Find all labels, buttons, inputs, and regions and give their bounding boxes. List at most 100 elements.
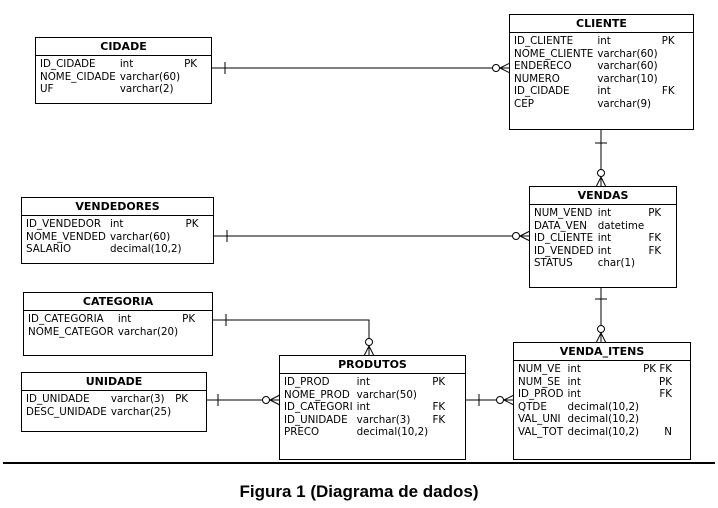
column-name: NOME_PROD (284, 388, 350, 401)
column-key (658, 98, 675, 111)
column-key (644, 257, 661, 270)
column-type: varchar(25) (110, 405, 172, 418)
column-key: PK (432, 376, 446, 388)
column-key: PK (648, 207, 662, 219)
column-key (428, 389, 445, 402)
column-type: varchar(60) (597, 47, 658, 60)
rel-produtos-venda-itens (465, 394, 515, 406)
column-name: ID_CIDADE (40, 58, 96, 70)
rel-categoria-produtos (212, 314, 375, 357)
entity-title: CIDADE (36, 38, 211, 56)
column-type: int (597, 232, 612, 245)
column-name: ID_CATEGORI (284, 401, 353, 414)
column-type: int (597, 207, 612, 219)
column-key: PK FK (643, 363, 672, 375)
column-name: ENDERECO (514, 60, 572, 73)
entity-title: CATEGORIA (24, 293, 212, 311)
column-name: NUMERO (514, 72, 560, 85)
column-type: int (597, 85, 611, 98)
entity-title: VENDEDORES (22, 198, 213, 216)
column-type: int (567, 375, 581, 388)
column-type: int (597, 35, 611, 47)
column-type: varchar(10) (597, 72, 658, 85)
entity-title: VENDA_ITENS (514, 343, 690, 361)
column-name: VAL_UNI (518, 413, 561, 426)
column-name: ID_UNIDADE (284, 413, 348, 426)
column-name: SALARIO (26, 243, 72, 256)
column-type: varchar(3) (356, 413, 411, 426)
entity-title: VENDAS (530, 187, 676, 205)
column-name: ID_CLIENTE (534, 232, 594, 245)
column-key: PK (659, 375, 672, 388)
column-key: FK (648, 244, 662, 257)
column-key (180, 83, 197, 96)
column-row: QTDE decimal(10,2) (518, 401, 672, 414)
column-type: varchar(60) (109, 230, 171, 243)
column-key: FK (432, 401, 446, 414)
column-type: decimal(10,2) (567, 413, 640, 426)
column-name: NUM_VE (518, 363, 561, 375)
column-name: STATUS (534, 257, 573, 270)
column-key: FK (648, 232, 662, 245)
column-key (658, 48, 675, 61)
column-name: VAL_TOT (518, 425, 563, 438)
column-key (182, 231, 199, 244)
column-key (644, 220, 661, 233)
column-row: VAL_UNI decimal(10,2) (518, 413, 672, 426)
column-key: FK (659, 388, 672, 401)
separator-line (3, 462, 715, 464)
column-type: decimal(10,2) (567, 400, 640, 413)
column-type: decimal(10,2) (109, 243, 182, 256)
column-key (428, 426, 445, 439)
column-name: NOME_CATEGOR (28, 325, 114, 338)
column-key (639, 413, 672, 426)
column-name: ID_UNIDADE (26, 393, 90, 405)
column-type: int (567, 363, 581, 375)
column-type: int (567, 388, 581, 401)
column-name: ID_CLIENTE (514, 35, 574, 47)
column-name: PRECO (284, 426, 320, 439)
column-key: FK (661, 85, 675, 98)
column-name: NOME_CIDADE (40, 70, 116, 83)
column-name: CEP (514, 97, 534, 110)
column-row: NUMERO varchar(10) (514, 73, 675, 86)
column-key: FK (432, 413, 446, 426)
column-type: int (356, 401, 371, 414)
column-key (178, 326, 195, 339)
column-name: QTDE (518, 400, 547, 413)
column-name: NOME_CLIENTE (514, 47, 594, 60)
column-key (171, 406, 188, 419)
column-row: ID_UNIDADE varchar(3) FK (284, 414, 445, 427)
column-key (658, 60, 675, 73)
